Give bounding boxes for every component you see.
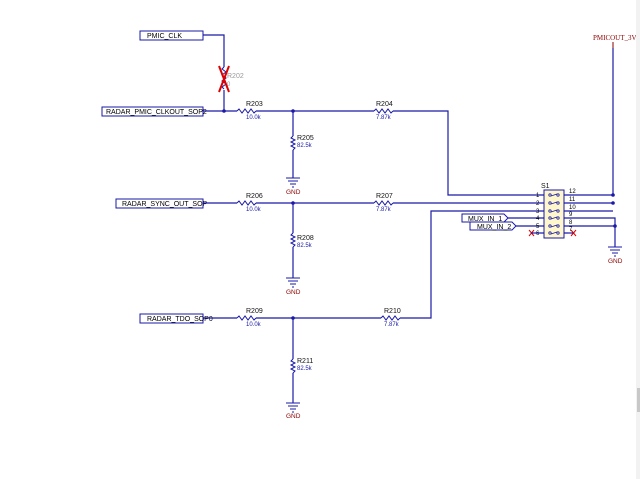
r202-value: 0 bbox=[227, 82, 231, 88]
net-label-radar-sync-out[interactable]: RADAR_SYNC_OUT_SOP bbox=[115, 198, 208, 209]
s1-pin-9: 9 bbox=[569, 212, 573, 218]
r204-ref: R204 bbox=[376, 101, 393, 108]
s1-pin-11: 11 bbox=[569, 197, 576, 203]
r209-value: 10.0k bbox=[246, 322, 262, 328]
r203-value: 10.0k bbox=[246, 115, 262, 121]
s1-pin-10: 10 bbox=[569, 205, 576, 211]
gnd-symbol-1 bbox=[286, 177, 300, 188]
r204-value: 7.87k bbox=[376, 115, 392, 121]
s1-right-pin-stubs bbox=[564, 194, 568, 234]
net-label-radar-sync-out-text: RADAR_SYNC_OUT_SOP bbox=[122, 201, 208, 208]
r207-ref: R207 bbox=[376, 193, 393, 200]
r208-value: 82.5k bbox=[297, 243, 313, 249]
s1-pin-3: 3 bbox=[536, 209, 540, 215]
junction-dot bbox=[611, 201, 615, 205]
r210-ref: R210 bbox=[384, 308, 401, 315]
switch-s1[interactable] bbox=[543, 189, 565, 239]
net-label-radar-pmic-clkout[interactable]: RADAR_PMIC_CLKOUT_SOP2 bbox=[101, 106, 207, 117]
net-label-pmic-clk[interactable]: PMIC_CLK bbox=[139, 30, 204, 41]
net-label-radar-tdo-text: RADAR_TDO_SOP0 bbox=[147, 316, 213, 323]
net-label-mux-in-1-text: MUX_IN_1 bbox=[468, 216, 502, 223]
wire-row1-to-s1 bbox=[393, 110, 540, 196]
r206-ref: R206 bbox=[246, 193, 263, 200]
pmicout-3v-label: PMICOUT_3V bbox=[593, 34, 637, 42]
resistor-r206[interactable] bbox=[236, 200, 257, 206]
r209-ref: R209 bbox=[246, 308, 263, 315]
dnp-x-mark bbox=[218, 65, 230, 93]
s1-pin-5: 5 bbox=[536, 224, 540, 230]
r211-ref: R211 bbox=[297, 358, 313, 365]
r206-value: 10.0k bbox=[246, 207, 262, 213]
gnd-label-4: GND bbox=[608, 258, 623, 265]
wire-pmicout-rail bbox=[568, 48, 614, 196]
r210-value: 7.87k bbox=[384, 322, 400, 328]
resistor-r208[interactable] bbox=[289, 232, 297, 248]
no-connect-mark-pin7 bbox=[570, 229, 577, 237]
gnd-label-3: GND bbox=[286, 413, 301, 420]
junction-dot bbox=[222, 109, 226, 113]
net-label-pmic-clk-text: PMIC_CLK bbox=[147, 33, 182, 40]
resistor-r209[interactable] bbox=[236, 315, 257, 321]
r205-ref: R205 bbox=[297, 135, 314, 142]
wire-pins-9-8-gnd bbox=[568, 217, 616, 247]
resistor-r207[interactable] bbox=[373, 200, 394, 206]
r205-value: 82.5k bbox=[297, 143, 313, 149]
r211-value: 82.5k bbox=[297, 366, 313, 372]
r208-ref: R208 bbox=[297, 235, 314, 242]
s1-pin-1: 1 bbox=[536, 193, 540, 199]
s1-left-pin-stubs bbox=[540, 194, 544, 234]
net-label-radar-tdo[interactable]: RADAR_TDO_SOP0 bbox=[139, 313, 213, 324]
switch-contacts bbox=[548, 193, 560, 235]
s1-pin-4: 4 bbox=[536, 216, 540, 222]
s1-ref: S1 bbox=[541, 183, 550, 190]
resistor-r210[interactable] bbox=[380, 315, 401, 321]
scrollbar-thumb[interactable] bbox=[637, 388, 640, 412]
resistor-r202[interactable] bbox=[218, 65, 230, 93]
s1-pin-6: 6 bbox=[536, 231, 540, 237]
junction-dot bbox=[291, 316, 295, 320]
wire-pmic-clk bbox=[203, 34, 225, 67]
wire-pins-11-10 bbox=[568, 202, 613, 212]
r202-ref: R202 bbox=[227, 73, 244, 80]
resistor-r211[interactable] bbox=[289, 358, 297, 374]
vertical-scrollbar[interactable] bbox=[636, 0, 640, 479]
s1-pin-8: 8 bbox=[569, 220, 573, 226]
r207-value: 7.87k bbox=[376, 207, 392, 213]
resistor-r204[interactable] bbox=[373, 108, 394, 114]
s1-pin-12: 12 bbox=[569, 189, 576, 195]
gnd-symbol-4 bbox=[608, 246, 622, 257]
gnd-symbol-3 bbox=[286, 402, 300, 413]
junction-dot bbox=[611, 193, 615, 197]
junction-dot bbox=[291, 109, 295, 113]
wire-row3-to-s1 bbox=[400, 210, 540, 319]
resistor-r203[interactable] bbox=[236, 108, 257, 114]
gnd-symbol-2 bbox=[286, 277, 300, 288]
net-label-mux-in-2-text: MUX_IN_2 bbox=[477, 224, 511, 231]
net-label-radar-pmic-clkout-text: RADAR_PMIC_CLKOUT_SOP2 bbox=[106, 109, 207, 116]
gnd-label-1: GND bbox=[286, 189, 301, 196]
r203-ref: R203 bbox=[246, 101, 263, 108]
gnd-label-2: GND bbox=[286, 289, 301, 296]
net-label-mux-in-1[interactable]: MUX_IN_1 bbox=[461, 213, 509, 223]
junction-dot bbox=[613, 224, 617, 228]
resistor-r205[interactable] bbox=[289, 135, 297, 151]
net-label-mux-in-2[interactable]: MUX_IN_2 bbox=[469, 221, 517, 231]
s1-pin-2: 2 bbox=[536, 201, 540, 207]
junction-dot bbox=[291, 201, 295, 205]
